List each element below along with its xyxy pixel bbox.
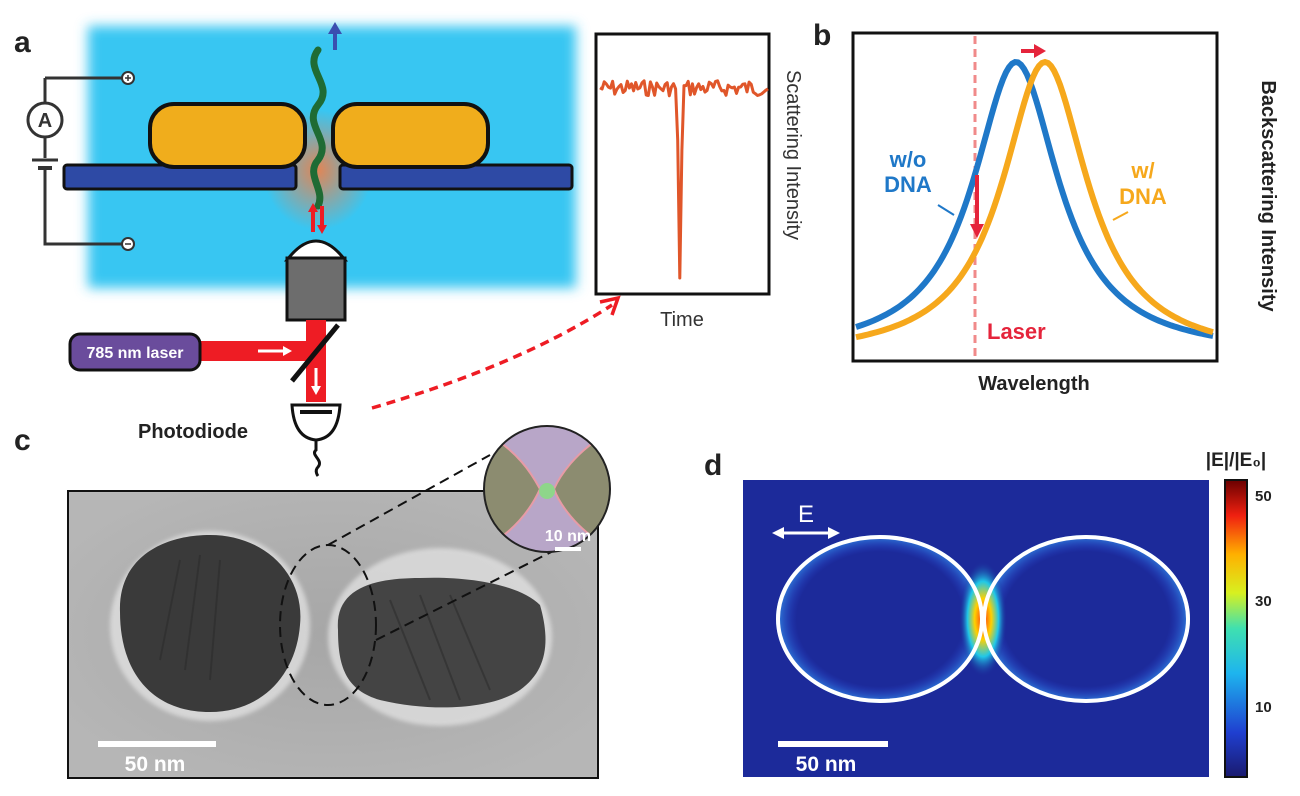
- colorbar-tick-30: 30: [1255, 593, 1272, 610]
- colorbar-tick-50: 50: [1255, 488, 1272, 505]
- trace-ylabel: Scattering Intensity: [782, 70, 804, 240]
- beam-splitter: [290, 323, 340, 383]
- beam-up-down-arrows: [311, 206, 324, 232]
- field-rim-right: [982, 535, 1190, 703]
- zoom-line-bottom: [375, 529, 596, 641]
- intensity-drop-arrowhead-icon: [970, 224, 984, 238]
- tem-particle-left: [119, 535, 301, 712]
- redshift-arrowhead-icon: [1034, 44, 1046, 58]
- tem-particle-right: [337, 577, 546, 708]
- spectrum-without-dna: [855, 59, 1214, 339]
- panel-c-label: c: [14, 424, 31, 457]
- trace-xlabel: Time: [660, 309, 704, 331]
- panel-b: b w/o DNA w/ DNA Laser Wavelength Backsc…: [813, 19, 1279, 395]
- colorbar-tick-10: 10: [1255, 699, 1272, 716]
- label-without-dna-1: w/o: [889, 147, 927, 172]
- photodiode-cable: [313, 440, 321, 477]
- signal-arrow: [371, 303, 613, 410]
- inset-frame: [483, 425, 611, 553]
- particle-outline-right: [982, 535, 1190, 703]
- field-scalebar-label: 50 nm: [796, 753, 857, 776]
- laser-label: 785 nm laser: [87, 345, 184, 362]
- lattice-fringes: [159, 554, 491, 701]
- field-scalebar: [778, 741, 888, 747]
- panel-a-label: a: [14, 26, 31, 59]
- panel-d: d E 50 nm |E|/|E₀| 50 30 10: [704, 449, 1272, 778]
- pointer-without-dna: [937, 204, 955, 216]
- dna-strand: [309, 46, 327, 210]
- translocation-arrowhead-icon: [328, 22, 342, 34]
- label-with-dna-1: w/: [1130, 158, 1154, 183]
- panel-b-label: b: [813, 19, 831, 52]
- ammeter-label: A: [38, 110, 52, 132]
- panel-a: a A: [14, 22, 804, 477]
- gold-nanoparticle-right: [331, 102, 490, 169]
- polarization-label: E: [798, 501, 814, 528]
- label-with-dna-2: DNA: [1119, 184, 1167, 209]
- spectrum-xlabel: Wavelength: [978, 373, 1090, 395]
- scattering-trace: [599, 79, 769, 280]
- tem-scalebar-label: 50 nm: [125, 753, 186, 776]
- field-rim-left: [776, 535, 984, 703]
- spectrum-ylabel: Backscattering Intensity: [1257, 80, 1279, 312]
- inset-scalebar: [555, 547, 581, 551]
- photodiode-label: Photodiode: [138, 421, 248, 443]
- pointer-with-dna: [1112, 211, 1129, 221]
- label-without-dna-2: DNA: [884, 172, 932, 197]
- gold-nanoparticle-left: [148, 102, 307, 169]
- laser-marker-label: Laser: [987, 319, 1046, 344]
- beam-down-arrowhead-icon: [311, 386, 321, 395]
- beam-arrowheads-icon: [308, 203, 327, 234]
- tem-scalebar: [98, 741, 216, 747]
- plus-sign-icon: [125, 75, 131, 81]
- inset-scalebar-label: 10 nm: [545, 528, 591, 545]
- circuit: [32, 76, 125, 246]
- ammeter-symbol: [26, 101, 64, 139]
- signal-arrowhead-icon: [599, 295, 621, 316]
- tem-inset: [484, 426, 610, 552]
- beam-direction-arrowhead-icon: [283, 346, 292, 356]
- colorbar: [1224, 479, 1248, 778]
- laser-source: [68, 332, 202, 372]
- objective-body: [285, 256, 347, 322]
- spectrum-with-dna: [855, 58, 1214, 341]
- panel-d-label: d: [704, 449, 722, 482]
- colorbar-title: |E|/|E₀|: [1206, 450, 1266, 471]
- panel-c: c 10 nm 50 nm: [14, 424, 611, 779]
